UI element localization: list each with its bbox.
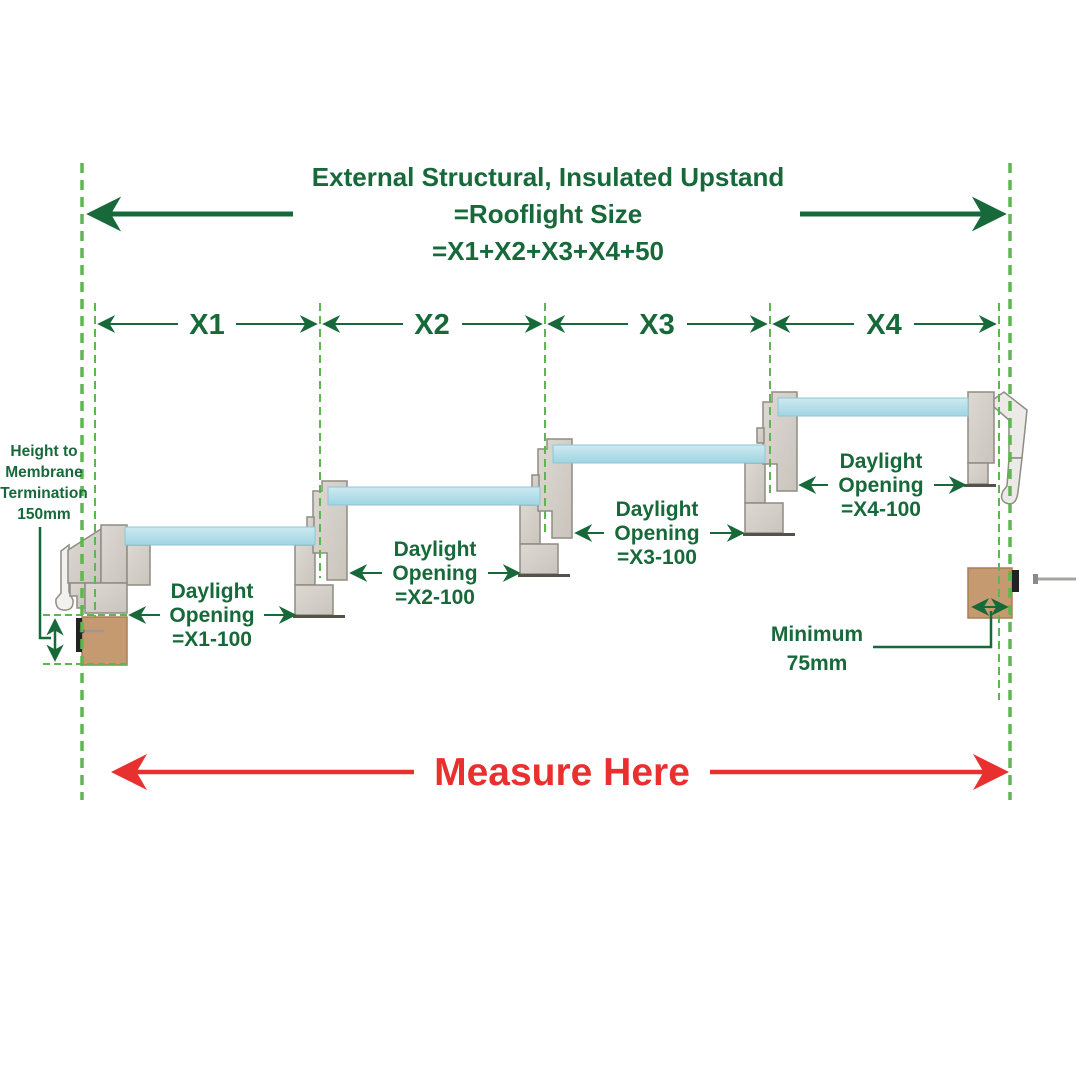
frame-right-outer bbox=[964, 391, 1028, 505]
frame-s3-right-foot bbox=[744, 502, 784, 534]
sill-line-s2 bbox=[518, 574, 570, 577]
dashed-guide-lines bbox=[43, 163, 1012, 800]
membrane-note-line-3: Termination bbox=[0, 485, 88, 502]
membrane-note-line-4: 150mm bbox=[17, 506, 70, 523]
daylight-opening-4: Daylight Opening =X4-100 bbox=[798, 450, 967, 521]
glass-panel-3 bbox=[552, 444, 766, 464]
sill-line-s1 bbox=[293, 615, 345, 618]
frame-left-step bbox=[100, 524, 128, 584]
frame-joint-2 bbox=[518, 438, 573, 577]
membrane-strip-left bbox=[76, 618, 82, 652]
membrane-note-line-2: Membrane bbox=[5, 464, 83, 481]
frame-left-lower bbox=[84, 582, 128, 614]
dim-label-x1: X1 bbox=[189, 309, 224, 341]
daylight-2-line-3: =X2-100 bbox=[395, 586, 475, 609]
frame-joint-1 bbox=[293, 480, 348, 618]
frame-right-upper bbox=[967, 391, 995, 464]
daylight-1-line-3: =X1-100 bbox=[172, 628, 252, 651]
frame-s2-right-body bbox=[519, 504, 541, 545]
frame-s1-right-foot bbox=[294, 584, 334, 616]
measure-here-label: Measure Here bbox=[434, 751, 690, 794]
frame-s2-left bbox=[312, 480, 348, 581]
daylight-opening-1: Daylight Opening =X1-100 bbox=[128, 580, 297, 651]
minimum-note-block: Minimum 75mm bbox=[771, 598, 1009, 675]
daylight-3-line-1: Daylight bbox=[616, 498, 699, 521]
membrane-strip-right bbox=[1012, 570, 1019, 592]
dim-label-x2: X2 bbox=[414, 309, 449, 341]
dim-label-x3: X3 bbox=[639, 309, 674, 341]
daylight-3-line-3: =X3-100 bbox=[617, 546, 697, 569]
frame-left-slope bbox=[67, 527, 102, 584]
screw-right-head bbox=[1033, 574, 1038, 584]
measure-here-block: Measure Here bbox=[111, 751, 1009, 794]
sill-line-s3 bbox=[743, 533, 795, 536]
glass-panel-2 bbox=[327, 486, 541, 506]
sill-line-s4 bbox=[964, 484, 996, 487]
daylight-4-line-3: =X4-100 bbox=[841, 498, 921, 521]
daylight-4-line-1: Daylight bbox=[840, 450, 923, 473]
frame-s2-right-foot bbox=[519, 543, 559, 575]
daylight-opening-2: Daylight Opening =X2-100 bbox=[349, 538, 521, 609]
dim-label-x4: X4 bbox=[866, 309, 901, 341]
title-line-2: =Rooflight Size bbox=[454, 199, 643, 229]
daylight-2-line-1: Daylight bbox=[394, 538, 477, 561]
minimum-note-connector bbox=[873, 611, 993, 649]
glass-panels bbox=[124, 397, 969, 546]
daylight-opening-3: Daylight Opening =X3-100 bbox=[574, 498, 745, 569]
frame-left-ledge bbox=[126, 544, 151, 586]
flashing-right-hook bbox=[1000, 457, 1023, 505]
daylight-2-line-2: Opening bbox=[392, 562, 477, 585]
frame-joint-3 bbox=[743, 391, 798, 536]
membrane-note-block: Height to Membrane Termination 150mm bbox=[0, 443, 88, 662]
frame-s4-left bbox=[762, 391, 798, 492]
frame-s4-left-tab bbox=[756, 427, 765, 444]
daylight-3-line-2: Opening bbox=[614, 522, 699, 545]
upstand-block-right bbox=[967, 567, 1013, 619]
minimum-note-line-2: 75mm bbox=[787, 652, 848, 675]
frame-s3-left bbox=[537, 438, 573, 539]
title-line-3: =X1+X2+X3+X4+50 bbox=[432, 236, 664, 266]
membrane-note-connector bbox=[38, 527, 51, 640]
header-block: External Structural, Insulated Upstand =… bbox=[86, 162, 1007, 266]
panel-dimension-labels: X1 X2 X3 X4 bbox=[189, 309, 901, 341]
daylight-1-line-1: Daylight bbox=[171, 580, 254, 603]
title-line-1: External Structural, Insulated Upstand bbox=[312, 162, 784, 192]
frame-s1-right-body bbox=[294, 544, 316, 586]
membrane-note-line-1: Height to bbox=[10, 443, 77, 460]
daylight-1-line-2: Opening bbox=[169, 604, 254, 627]
glass-panel-1 bbox=[124, 526, 316, 546]
minimum-note-line-1: Minimum bbox=[771, 623, 863, 646]
upstand-block-left bbox=[81, 616, 128, 666]
frame-right-lower bbox=[967, 462, 989, 485]
frame-s3-right-body bbox=[744, 462, 766, 504]
daylight-4-line-2: Opening bbox=[838, 474, 923, 497]
glass-panel-4 bbox=[777, 397, 969, 417]
